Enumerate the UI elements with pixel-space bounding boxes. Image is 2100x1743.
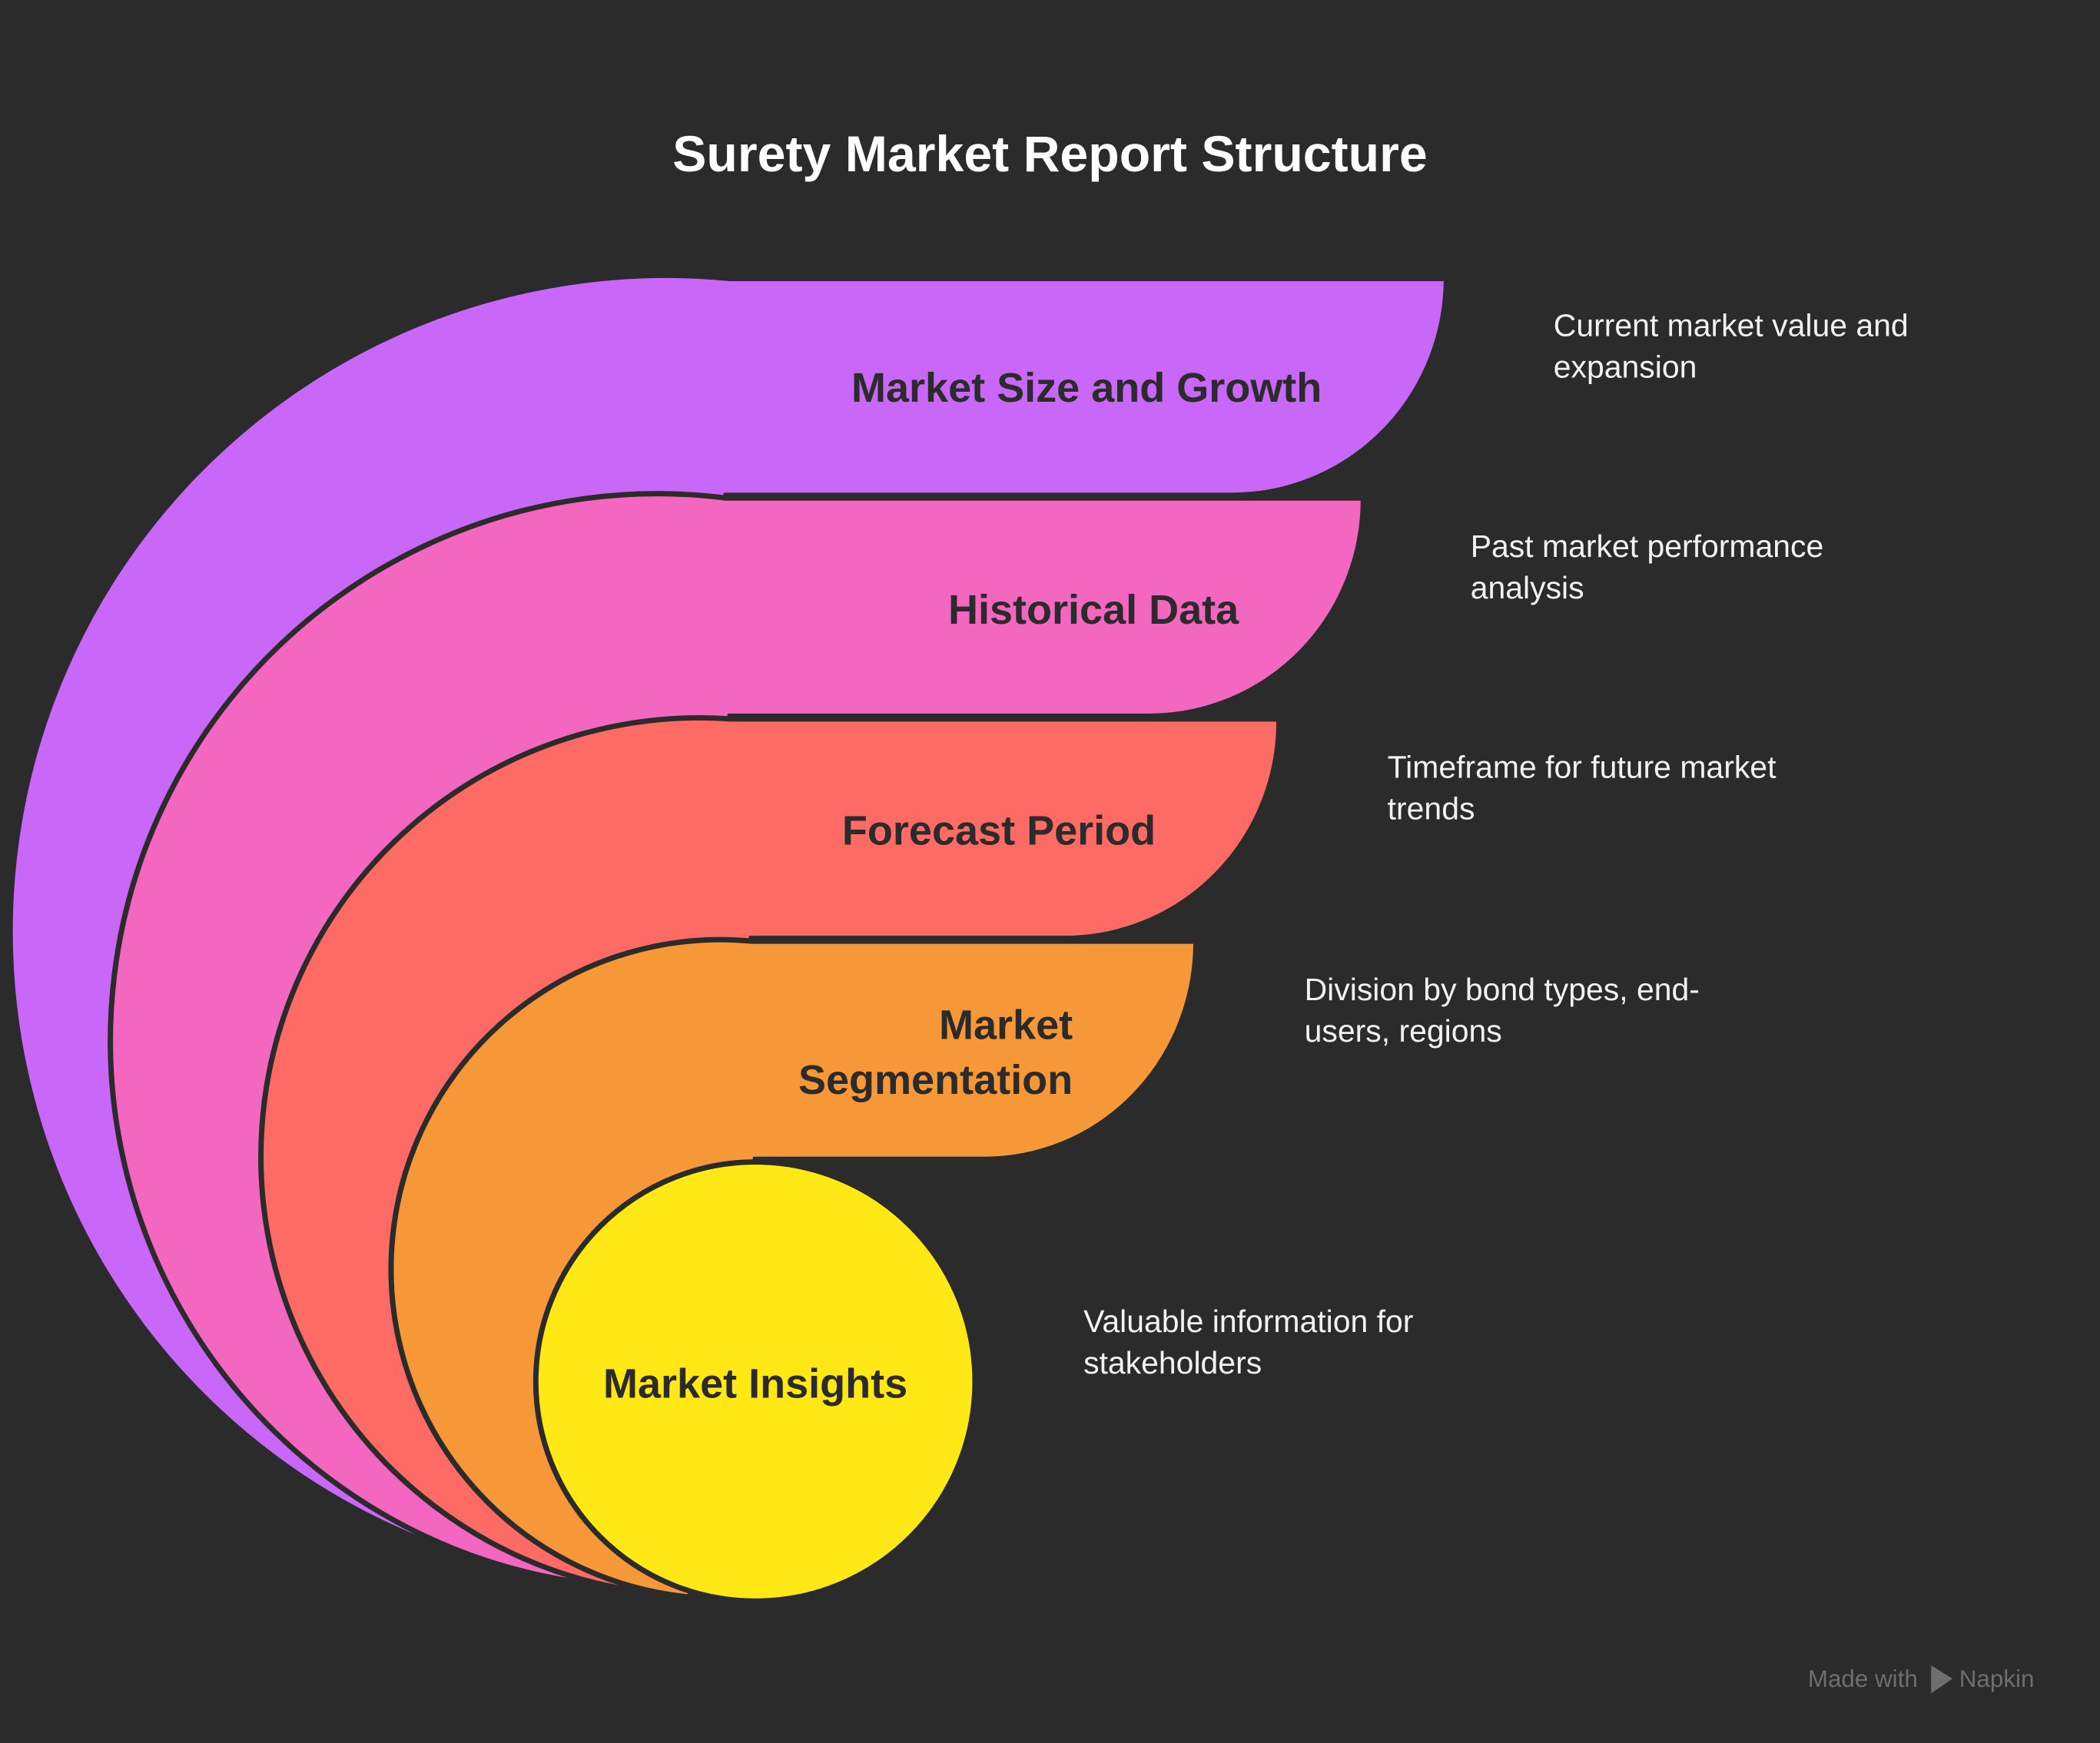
layer-label: Forecast Period — [842, 808, 1156, 854]
layer-description: users, regions — [1305, 1013, 1502, 1049]
layer-description: Current market value and — [1554, 307, 1909, 343]
napkin-logo-icon — [1931, 1665, 1953, 1694]
watermark: Made with Napkin — [1808, 1665, 2035, 1694]
watermark-prefix: Made with — [1808, 1665, 1918, 1692]
layer-description: analysis — [1471, 570, 1584, 605]
layer-label: Segmentation — [798, 1057, 1073, 1103]
layer-label: Market — [939, 1002, 1073, 1048]
layer-description: expansion — [1554, 349, 1697, 384]
layer-label: Historical Data — [948, 587, 1239, 633]
layer-market-insights-shape — [532, 1159, 978, 1604]
layer-description: Timeframe for future market — [1388, 750, 1777, 785]
watermark-brand: Napkin — [1959, 1665, 2035, 1692]
layer-description: trends — [1388, 791, 1475, 827]
layer-description: stakeholders — [1083, 1345, 1262, 1380]
layer-description: Past market performance — [1471, 529, 1824, 564]
layer-label: Market Insights — [603, 1360, 907, 1407]
diagram-title: Surety Market Report Structure — [672, 126, 1427, 183]
layer-description: Valuable information for — [1083, 1304, 1413, 1339]
layer-label: Market Size and Growth — [851, 365, 1322, 411]
layer-description: Division by bond types, end- — [1305, 972, 1700, 1007]
